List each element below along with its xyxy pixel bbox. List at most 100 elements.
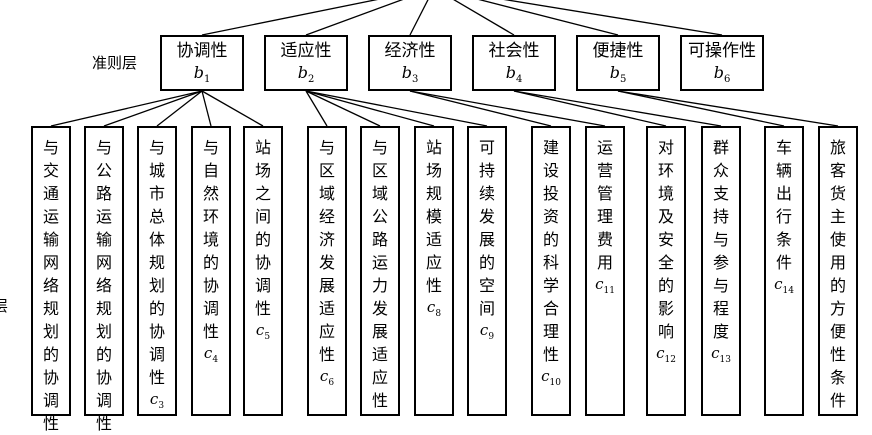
criterion-code-sub: 2	[307, 74, 315, 86]
indicator-code: c4	[193, 343, 229, 370]
criterion-code-sub: 5	[619, 74, 627, 86]
indicator-code-sub: 3	[158, 401, 165, 411]
criterion-name: 便捷性	[592, 41, 644, 61]
indicator-text: 与公路运输网络规划的协调性	[96, 138, 113, 433]
criterion-to-indicator-line-11	[409, 90, 606, 127]
criterion-to-indicator-line-7	[305, 90, 381, 127]
criterion-code: b4	[474, 62, 554, 91]
indicator-box-5: 站场之间的协调性 c5	[243, 126, 283, 416]
indicator-text: 群众支持与参与程度	[713, 138, 730, 341]
criterion-code: b1	[162, 62, 242, 91]
indicator-text: 与交通运输网络规划的协调性	[43, 138, 60, 433]
indicator-code-letter: c	[426, 298, 436, 316]
indicator-text: 对环境及安全的影响	[658, 138, 675, 341]
indicator-code-letter: c	[656, 344, 665, 362]
indicator-text: 与城市总体规划的协调性	[149, 138, 166, 387]
criterion-to-indicator-line-10	[409, 90, 552, 127]
goal-to-criterion-line-1	[201, 0, 379, 36]
criterion-to-indicator-line-8	[305, 90, 435, 127]
criterion-code-sub: 4	[515, 74, 523, 86]
indicator-code: c13	[703, 343, 739, 370]
criterion-to-indicator-line-2	[103, 90, 203, 127]
indicator-box-1: 与交通运输网络规划的协调性	[31, 126, 71, 433]
indicator-code: c10	[533, 366, 569, 393]
criterion-name: 协调性	[176, 41, 228, 61]
indicator-box-12: 对环境及安全的影响 c12	[646, 126, 686, 416]
indicator-code-sub: 10	[549, 378, 561, 388]
criterion-to-indicator-line-15	[617, 90, 839, 127]
indicator-code: c12	[648, 343, 684, 370]
indicator-code-letter: c	[541, 367, 550, 385]
criterion-to-indicator-line-4	[201, 90, 212, 127]
goal-to-criterion-line-4	[453, 0, 515, 36]
criterion-code-letter: b	[401, 63, 412, 82]
criterion-code-letter: b	[297, 63, 308, 82]
criterion-to-indicator-line-12	[513, 90, 667, 127]
indicator-code: c8	[416, 297, 452, 324]
criterion-name: 可操作性	[688, 41, 756, 61]
indicator-code: c11	[587, 274, 623, 301]
connector-lines	[50, 0, 839, 127]
criterion-to-indicator-line-9	[305, 90, 488, 127]
indicator-code-sub: 14	[782, 286, 794, 296]
indicator-code: c14	[766, 274, 802, 301]
indicator-box-3: 与城市总体规划的协调性 c3	[137, 126, 177, 416]
criterion-code-sub: 1	[203, 74, 211, 86]
indicator-code: c3	[139, 389, 175, 416]
criterion-code-letter: b	[505, 63, 516, 82]
criterion-code: b2	[266, 62, 346, 91]
criterion-to-indicator-line-6	[305, 90, 328, 127]
indicator-code-sub: 13	[719, 355, 731, 365]
criterion-name: 经济性	[384, 41, 436, 61]
indicator-text: 站场规模适应性	[426, 138, 443, 295]
criterion-name: 适应性	[280, 41, 332, 61]
goal-to-criterion-line-3	[409, 0, 429, 36]
indicator-text: 与自然环境的协调性	[203, 138, 220, 341]
indicator-text: 站场之间的协调性	[255, 138, 272, 318]
indicator-box-7: 与区域公路运力发展适应性	[360, 126, 400, 416]
indicator-code-letter: c	[711, 344, 720, 362]
criterion-code: b6	[682, 62, 762, 91]
indicator-code-letter: c	[774, 275, 783, 293]
indicator-code-sub: 8	[435, 309, 442, 319]
goal-to-criterion-line-5	[478, 0, 619, 36]
criterion-to-indicator-line-1	[50, 90, 203, 127]
indicator-code-sub: 9	[488, 332, 495, 342]
indicator-text: 可持续发展的空间	[479, 138, 496, 318]
indicator-code-letter: c	[319, 367, 329, 385]
indicator-code-letter: c	[149, 390, 159, 408]
criterion-to-indicator-line-3	[156, 90, 203, 127]
criterion-to-indicator-line-13	[513, 90, 722, 127]
indicator-text: 车辆出行条件	[776, 138, 793, 272]
indicator-code-sub: 5	[264, 332, 271, 342]
indicator-box-15: 旅客货主使用的方便性条件	[818, 126, 858, 416]
criterion-box-3: 经济性 b3	[368, 35, 452, 91]
indicator-code-letter: c	[255, 321, 265, 339]
indicator-code-sub: 12	[664, 355, 676, 365]
indicator-code-sub: 4	[212, 355, 219, 365]
criterion-code-sub: 3	[411, 74, 419, 86]
indicator-code-sub: 11	[603, 286, 615, 296]
criterion-code-sub: 6	[723, 74, 731, 86]
criterion-to-indicator-line-5	[201, 90, 264, 127]
goal-to-criterion-line-2	[305, 0, 404, 36]
criterion-to-indicator-line-14	[617, 90, 785, 127]
criterion-layer-label: 准则层	[92, 54, 138, 72]
indicator-box-6: 与区域经济发展适应性 c6	[307, 126, 347, 416]
indicator-code: c6	[309, 366, 345, 393]
indicator-box-8: 站场规模适应性 c8	[414, 126, 454, 416]
goal-to-criterion-line-6	[503, 0, 723, 36]
criterion-name: 社会性	[488, 41, 540, 61]
indicator-text: 旅客货主使用的方便性条件	[830, 138, 847, 410]
indicator-code-letter: c	[203, 344, 213, 362]
indicator-box-2: 与公路运输网络规划的协调性	[84, 126, 124, 433]
indicator-text: 与区域经济发展适应性	[319, 138, 336, 364]
indicator-box-13: 群众支持与参与程度 c13	[701, 126, 741, 416]
indicator-box-4: 与自然环境的协调性 c4	[191, 126, 231, 416]
